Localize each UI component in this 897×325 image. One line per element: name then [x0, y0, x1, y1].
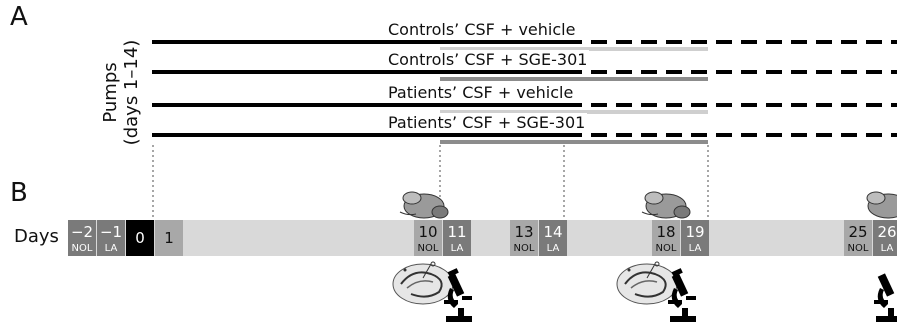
hippocampus-section-icon: [616, 261, 678, 305]
day-number: 18: [656, 223, 675, 241]
group-label-patients-vehicle: Patients’ CSF + vehicle: [386, 83, 576, 102]
day-number: −1: [100, 223, 122, 241]
pumps-label-line2: (days 1–14): [121, 39, 142, 146]
day-box: [510, 220, 538, 256]
day-test-label: NOL: [656, 243, 677, 254]
day-box: [414, 220, 442, 256]
day-box: [97, 220, 125, 256]
day-number: 1: [164, 229, 174, 247]
day-number: 19: [685, 223, 704, 241]
microscope-icon: [668, 268, 696, 322]
day-box: [844, 220, 872, 256]
day-box: [652, 220, 680, 256]
day-box: [68, 220, 96, 256]
day-number: 0: [135, 229, 145, 247]
day-number: 10: [418, 223, 437, 241]
microscope-icon: [874, 273, 897, 322]
day-box: [681, 220, 709, 256]
hippocampus-section-icon: [392, 261, 454, 305]
day-box: [155, 220, 183, 256]
day-number: 25: [848, 223, 867, 241]
day-test-label: LA: [689, 243, 702, 254]
mouse-brain-icon: [866, 191, 897, 219]
pumps-label: Pumps (days 1–14): [100, 40, 180, 150]
day-box: [126, 220, 154, 256]
day-number: 13: [514, 223, 533, 241]
mouse-brain-icon: [399, 191, 449, 219]
group-label-controls-vehicle: Controls’ CSF + vehicle: [386, 20, 578, 39]
day-number: −2: [71, 223, 93, 241]
day-number: 11: [447, 223, 466, 241]
day-test-label: NOL: [514, 243, 535, 254]
panel-b-label: B: [10, 178, 28, 208]
pump-lines: [152, 40, 897, 144]
day-test-label: NOL: [72, 243, 93, 254]
microscope-icon: [444, 268, 472, 322]
day-test-label: NOL: [418, 243, 439, 254]
days-axis-title: Days: [14, 226, 59, 247]
group-label-patients-sge301: Patients’ CSF + SGE-301: [386, 113, 588, 132]
group-label-controls-sge301: Controls’ CSF + SGE-301: [386, 50, 590, 69]
day-test-label: LA: [451, 243, 464, 254]
day-box: [873, 220, 897, 256]
pumps-label-line1: Pumps: [100, 62, 121, 123]
day-test-label: LA: [105, 243, 118, 254]
day-number: 14: [543, 223, 562, 241]
timeline-bar: [68, 220, 897, 256]
day-test-label: LA: [881, 243, 894, 254]
mouse-brain-icon: [641, 191, 691, 219]
day-test-label: NOL: [848, 243, 869, 254]
panel-a-label: A: [10, 2, 28, 32]
day-box: [539, 220, 567, 256]
day-number: 26: [877, 223, 896, 241]
day-box: [443, 220, 471, 256]
day-test-label: LA: [547, 243, 560, 254]
